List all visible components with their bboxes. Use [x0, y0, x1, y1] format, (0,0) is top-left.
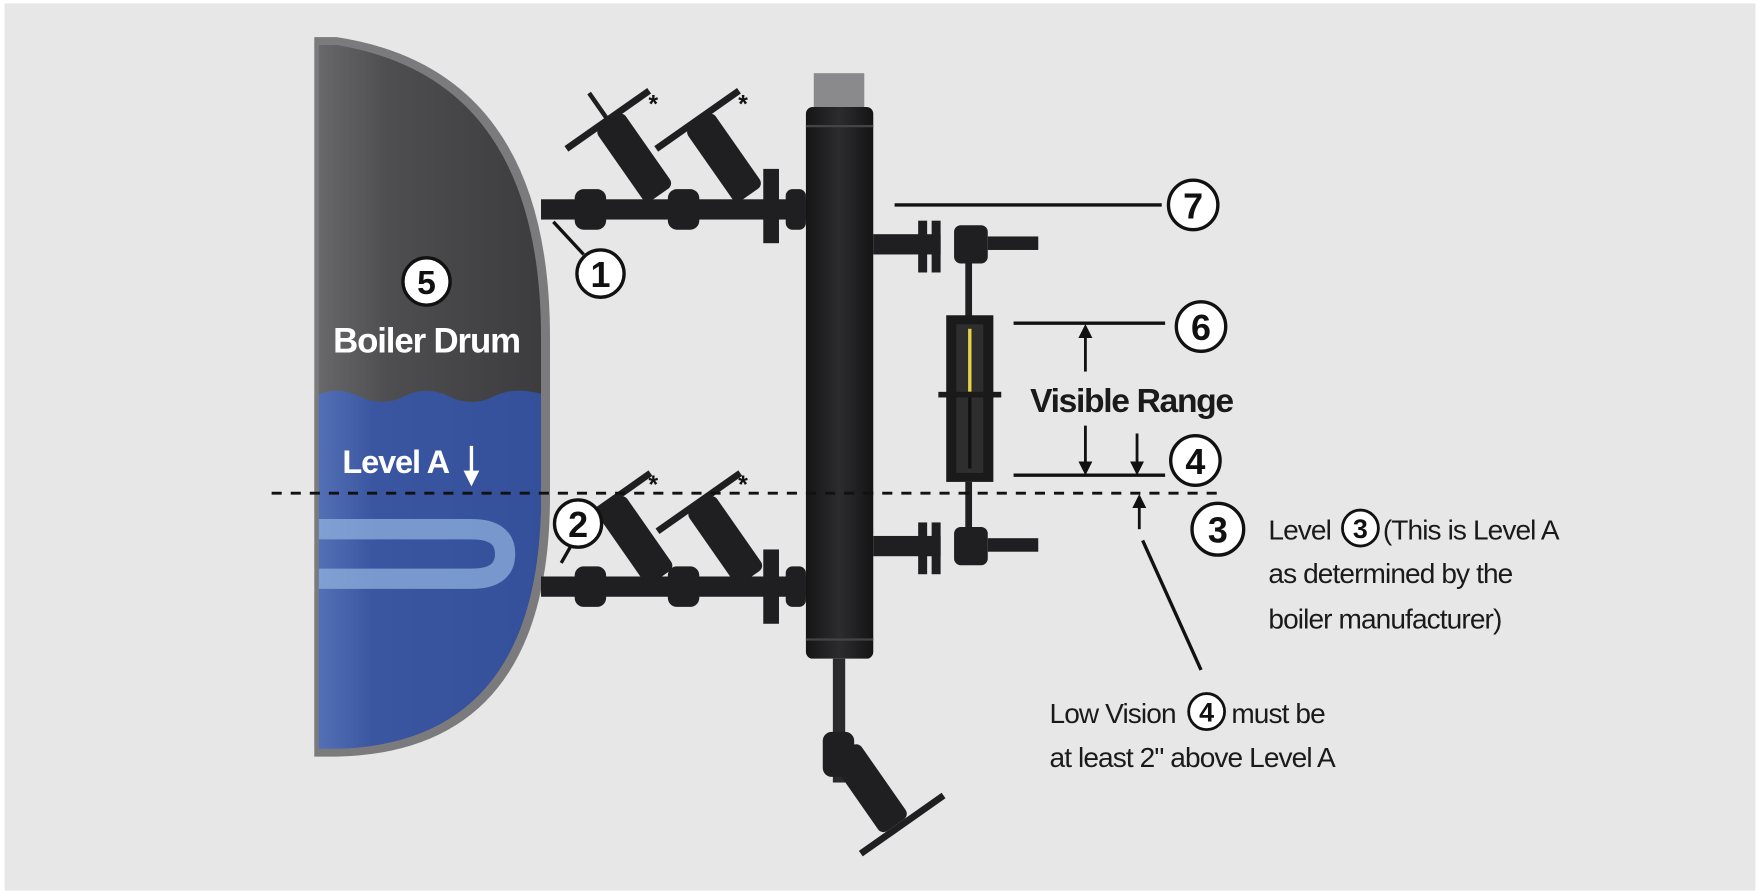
svg-text:2: 2: [568, 504, 588, 545]
svg-text:5: 5: [417, 264, 436, 302]
valve-mark: *: [648, 472, 658, 499]
upper-connection: [541, 87, 806, 244]
valve-mark: *: [648, 92, 658, 119]
callout-5: [401, 256, 452, 307]
svg-text:must be: must be: [1231, 698, 1325, 729]
svg-text:at least 2" above Level A: at least 2" above Level A: [1049, 742, 1336, 773]
svg-text:boiler manufacturer): boiler manufacturer): [1268, 603, 1501, 634]
svg-text:6: 6: [1191, 307, 1211, 348]
svg-text:4: 4: [1185, 441, 1205, 482]
valve-mark: *: [738, 92, 748, 119]
svg-text:1: 1: [591, 254, 611, 295]
level-gauge: [938, 315, 1002, 482]
callout-4: 4: [1169, 434, 1222, 487]
svg-text:4: 4: [1199, 698, 1214, 728]
level-a-arrow-icon: [463, 445, 480, 487]
svg-text:Low Vision: Low Vision: [1049, 698, 1175, 729]
svg-text:(This is Level A: (This is Level A: [1383, 514, 1560, 545]
background: [4, 3, 1756, 891]
water-column: [805, 73, 946, 857]
callout-7: 7: [1166, 178, 1220, 232]
boiler-drum-label: Boiler Drum: [333, 321, 520, 360]
svg-text:3: 3: [1353, 514, 1368, 544]
low-vision-note: Low Vision 4 must be at least 2" above L…: [1049, 692, 1337, 773]
callout-6: 6: [1174, 300, 1228, 353]
svg-text:as determined by the: as determined by the: [1268, 558, 1512, 589]
lower-connection: [541, 470, 806, 624]
callout-3: 3: [1190, 501, 1246, 557]
level-a-label: Level A: [342, 443, 449, 480]
visible-range-label: Visible Range: [1030, 382, 1233, 420]
heating-tube: [318, 519, 516, 589]
boiler-drum: [314, 37, 550, 757]
level-3-note: Level 3 (This is Level A as determined b…: [1268, 508, 1561, 634]
gauge-connections: [873, 220, 1039, 575]
svg-text:3: 3: [1208, 510, 1228, 551]
svg-text:Level: Level: [1268, 514, 1331, 545]
visible-range-arrows: [1078, 323, 1147, 530]
svg-text:7: 7: [1183, 185, 1203, 226]
valve-mark: *: [738, 472, 748, 499]
callout-2: 2: [552, 498, 604, 549]
callout-1: 1: [575, 248, 626, 299]
